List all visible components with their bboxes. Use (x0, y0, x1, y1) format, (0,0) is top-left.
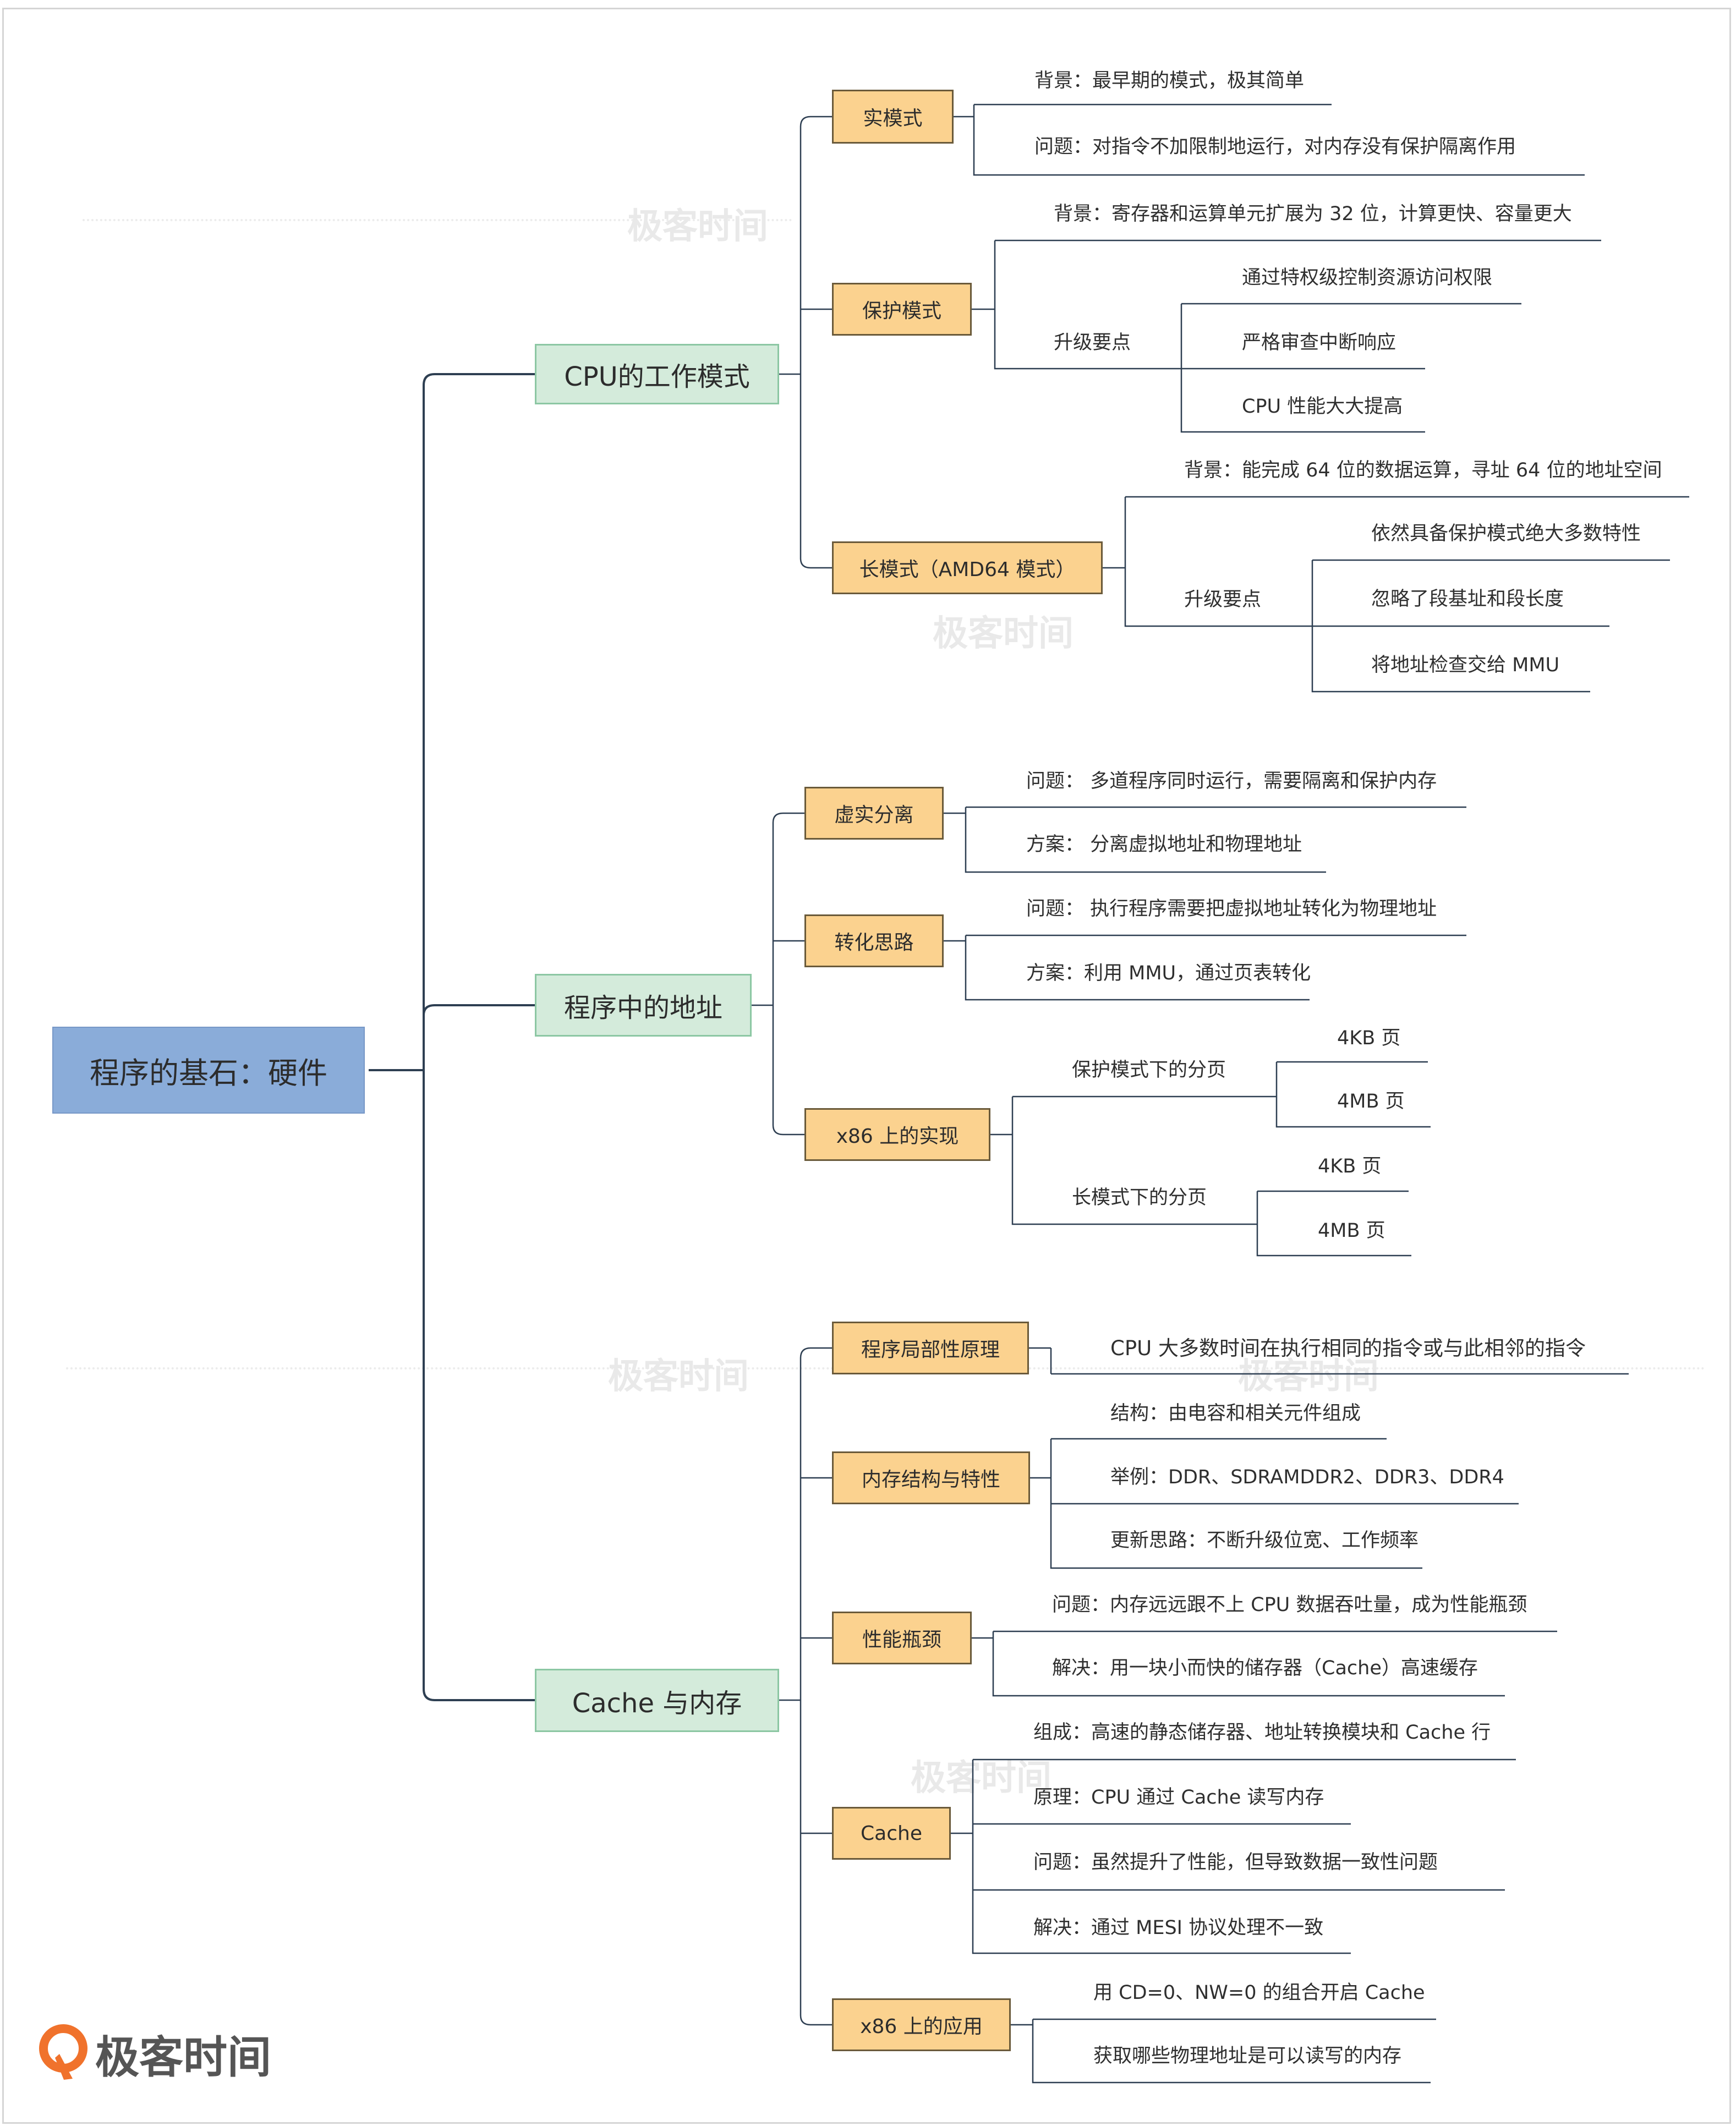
node-label: x86 上的实现 (836, 1125, 959, 1148)
leaf-text: 原理：CPU 通过 Cache 读写内存 (1033, 1787, 1324, 1809)
node-real-mode[interactable]: 实模式 (832, 90, 954, 144)
node-label: 保护模式 (862, 300, 941, 322)
leaf-text: 问题：对指令不加限制地运行，对内存没有保护隔离作用 (1034, 136, 1516, 158)
branch-label: Cache 与内存 (572, 1687, 742, 1719)
leaf-text: 问题： 执行程序需要把虚拟地址转化为物理地址 (1026, 898, 1437, 920)
leaf-text: CPU 大多数时间在执行相同的指令或与此相邻的指令 (1110, 1336, 1586, 1360)
leaf-text: 4MB 页 (1337, 1091, 1405, 1113)
node-label: x86 上的应用 (860, 2015, 983, 2038)
leaf-text: 4KB 页 (1337, 1027, 1401, 1049)
watermark: 极客时间 (627, 206, 768, 247)
sub-node-label: 长模式下的分页 (1072, 1187, 1207, 1209)
watermark: 极客时间 (1238, 1356, 1379, 1397)
leaf-text: 举例：DDR、SDRAMDDR2、DDR3、DDR4 (1110, 1466, 1504, 1488)
leaf-text: 用 CD=0、NW=0 的组合开启 Cache (1093, 1982, 1425, 2004)
leaf-text: 4KB 页 (1318, 1155, 1382, 1177)
root-label: 程序的基石：硬件 (90, 1055, 327, 1091)
leaf-text: CPU 性能大大提高 (1242, 396, 1403, 418)
leaf-text: 忽略了段基址和段长度 (1371, 588, 1564, 610)
leaf-text: 解决：用一块小而快的储存器（Cache）高速缓存 (1052, 1657, 1478, 1679)
node-virtual-physical-separation[interactable]: 虚实分离 (804, 787, 944, 840)
node-locality-principle[interactable]: 程序局部性原理 (832, 1322, 1029, 1374)
geektime-logo-icon (39, 2024, 87, 2080)
watermark: 极客时间 (608, 1356, 749, 1397)
sub-node-label: 升级要点 (1054, 332, 1131, 354)
leaf-text: 4MB 页 (1318, 1220, 1385, 1242)
node-label: 性能瓶颈 (862, 1629, 941, 1651)
brand-logo: 极客时间 (39, 2022, 271, 2086)
leaf-text: 背景：能完成 64 位的数据运算，寻址 64 位的地址空间 (1184, 459, 1662, 481)
leaf-text: 问题：虽然提升了性能，但导致数据一致性问题 (1033, 1851, 1438, 1873)
watermark: 极客时间 (933, 613, 1074, 654)
branch-label: CPU的工作模式 (564, 361, 750, 392)
node-memory-structure[interactable]: 内存结构与特性 (832, 1451, 1030, 1504)
leaf-text: 方案：利用 MMU，通过页表转化 (1026, 962, 1311, 984)
leaf-text: 严格审查中断响应 (1242, 332, 1397, 354)
branch-label: 程序中的地址 (563, 993, 722, 1023)
node-cache[interactable]: Cache (832, 1807, 951, 1860)
brand-name: 极客时间 (95, 2032, 271, 2083)
branch-cache-memory[interactable]: Cache 与内存 (535, 1669, 779, 1732)
sub-node-label: 升级要点 (1184, 589, 1262, 611)
leaf-text: 解决：通过 MESI 协议处理不一致 (1033, 1917, 1324, 1939)
leaf-text: 问题：内存远远跟不上 CPU 数据吞吐量，成为性能瓶颈 (1052, 1594, 1527, 1616)
branch-program-address[interactable]: 程序中的地址 (535, 974, 752, 1037)
leaf-text: 结构：由电容和相关元件组成 (1110, 1402, 1361, 1424)
node-translation-idea[interactable]: 转化思路 (804, 914, 944, 967)
leaf-text: 背景：最早期的模式，极其简单 (1034, 70, 1305, 92)
leaf-text: 通过特权级控制资源访问权限 (1242, 267, 1493, 289)
node-x86-implementation[interactable]: x86 上的实现 (804, 1108, 990, 1161)
node-label: 虚实分离 (834, 804, 914, 826)
leaf-text: 将地址检查交给 MMU (1371, 654, 1560, 676)
node-protected-mode[interactable]: 保护模式 (832, 283, 972, 336)
node-performance-bottleneck[interactable]: 性能瓶颈 (832, 1612, 972, 1664)
leaf-text: 组成：高速的静态储存器、地址转换模块和 Cache 行 (1033, 1722, 1491, 1744)
leaf-text: 依然具备保护模式绝大多数特性 (1371, 523, 1641, 545)
node-label: 程序局部性原理 (861, 1339, 1000, 1361)
sub-node-label: 保护模式下的分页 (1072, 1059, 1226, 1081)
watermark: 极客时间 (911, 1758, 1052, 1799)
leaf-text: 背景：寄存器和运算单元扩展为 32 位，计算更快、容量更大 (1054, 203, 1572, 225)
node-label: 长模式（AMD64 模式） (859, 558, 1076, 581)
leaf-text: 方案： 分离虚拟地址和物理地址 (1026, 834, 1302, 856)
node-label: Cache (861, 1822, 922, 1845)
node-label: 内存结构与特性 (861, 1469, 1000, 1491)
leaf-text: 问题： 多道程序同时运行，需要隔离和保护内存 (1026, 770, 1437, 792)
leaf-text: 更新思路：不断升级位宽、工作频率 (1110, 1530, 1419, 1552)
node-label: 转化思路 (834, 932, 914, 954)
branch-cpu-modes[interactable]: CPU的工作模式 (535, 344, 779, 404)
root-node[interactable]: 程序的基石：硬件 (52, 1027, 365, 1114)
node-long-mode[interactable]: 长模式（AMD64 模式） (832, 541, 1103, 594)
node-x86-application[interactable]: x86 上的应用 (832, 1998, 1011, 2051)
watermark-divider (83, 219, 792, 221)
node-label: 实模式 (863, 107, 923, 130)
diagram-frame (2, 8, 1731, 2124)
leaf-text: 获取哪些物理地址是可以读写的内存 (1093, 2045, 1402, 2067)
